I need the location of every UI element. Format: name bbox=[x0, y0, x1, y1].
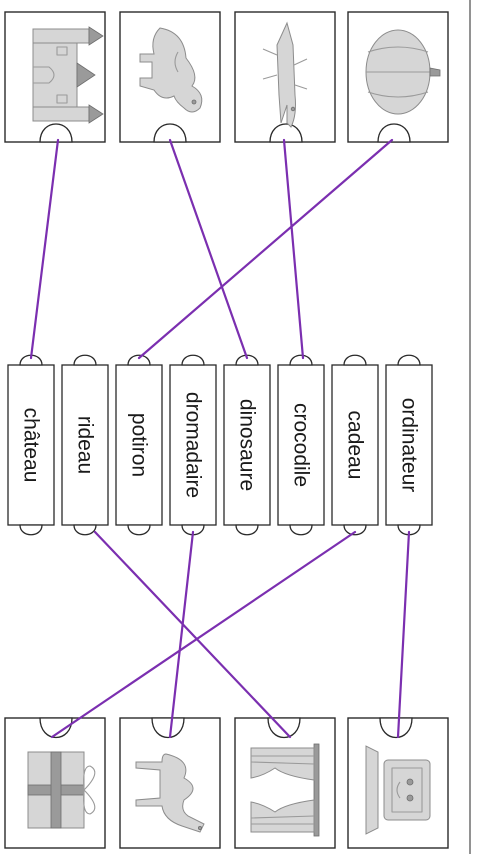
word-card-crocodile[interactable]: crocodile bbox=[277, 354, 325, 536]
word-label-chateau: château bbox=[20, 408, 43, 483]
answer-lines bbox=[29, 138, 411, 739]
link-ordinateur-computer bbox=[396, 530, 411, 739]
curtain-icon bbox=[250, 743, 320, 837]
link-rideau-curtain bbox=[93, 530, 292, 739]
word-label-dromadaire: dromadaire bbox=[182, 392, 205, 498]
word-label-dinosaure: dinosaure bbox=[236, 399, 259, 491]
picture-card-gift[interactable] bbox=[4, 717, 106, 849]
dinosaur-icon bbox=[139, 27, 203, 113]
word-label-ordinateur: ordinateur bbox=[398, 398, 421, 493]
computer-icon bbox=[365, 745, 431, 835]
link-pumpkin-potiron bbox=[137, 138, 394, 360]
crocodile-icon bbox=[262, 21, 308, 128]
word-card-dinosaure[interactable]: dinosaure bbox=[223, 354, 271, 536]
link-crocodile-crocodile bbox=[282, 138, 305, 360]
top-picture-row bbox=[4, 11, 449, 143]
link-dromadaire-camel bbox=[168, 530, 195, 739]
camel-icon bbox=[135, 753, 205, 833]
picture-card-castle[interactable] bbox=[4, 11, 106, 143]
picture-card-crocodile[interactable] bbox=[234, 11, 336, 143]
pumpkin-icon bbox=[365, 29, 441, 115]
bottom-picture-row bbox=[4, 717, 449, 849]
picture-card-curtain[interactable] bbox=[234, 717, 336, 849]
picture-card-camel[interactable] bbox=[119, 717, 221, 849]
word-label-crocodile: crocodile bbox=[290, 403, 313, 487]
word-card-ordinateur[interactable]: ordinateur bbox=[385, 354, 433, 536]
word-label-potiron: potiron bbox=[128, 413, 151, 477]
word-card-dromadaire[interactable]: dromadaire bbox=[169, 354, 217, 536]
picture-card-dinosaur[interactable] bbox=[119, 11, 221, 143]
picture-card-computer[interactable] bbox=[347, 717, 449, 849]
castle-icon bbox=[32, 26, 104, 124]
word-card-chateau[interactable]: château bbox=[7, 354, 55, 536]
link-castle-chateau bbox=[29, 138, 60, 360]
gift-icon bbox=[27, 751, 96, 829]
word-label-cadeau: cadeau bbox=[344, 411, 367, 480]
link-cadeau-gift bbox=[50, 530, 357, 739]
picture-card-pumpkin[interactable] bbox=[347, 11, 449, 143]
link-dinosaur-dinosaure bbox=[168, 138, 249, 360]
word-card-rideau[interactable]: rideau bbox=[61, 354, 109, 536]
word-card-cadeau[interactable]: cadeau bbox=[331, 354, 379, 536]
word-column: château rideau potiron dromadaire dinosa… bbox=[7, 354, 433, 536]
word-label-rideau: rideau bbox=[74, 416, 97, 474]
word-card-potiron[interactable]: potiron bbox=[115, 354, 163, 536]
